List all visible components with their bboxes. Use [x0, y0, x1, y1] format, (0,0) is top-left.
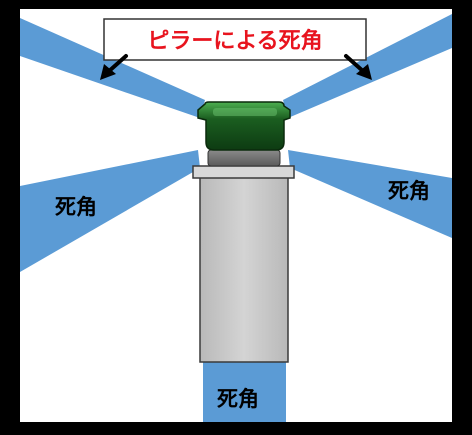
callout-arrows [100, 54, 372, 80]
truck [192, 101, 295, 363]
truck-trailer [199, 175, 289, 363]
blind-spot-label-right: 死角 [388, 179, 430, 203]
pillar-blind-spot-callout: ピラーによる死角 [103, 18, 367, 61]
frame-top [0, 0, 472, 9]
arrow-right-shaft [344, 54, 366, 74]
blind-spot-label-left: 死角 [55, 195, 97, 219]
frame-left [0, 0, 20, 435]
frame-bottom [0, 422, 472, 435]
truck-windshield-highlight [213, 108, 277, 116]
side-blind-spot-right [288, 150, 452, 238]
arrow-right-head [356, 64, 372, 80]
frame-right [452, 0, 472, 435]
callout-label: ピラーによる死角 [147, 28, 322, 54]
rear-blind-spot [203, 360, 286, 422]
side-blind-spot-left [20, 150, 200, 272]
arrow-left-head [100, 64, 116, 80]
blind-spot-label-rear: 死角 [217, 387, 259, 411]
truck-coupling-plate [192, 165, 295, 179]
truck-chassis [207, 149, 281, 167]
arrow-left-shaft [106, 54, 128, 74]
callout-box [103, 18, 367, 61]
